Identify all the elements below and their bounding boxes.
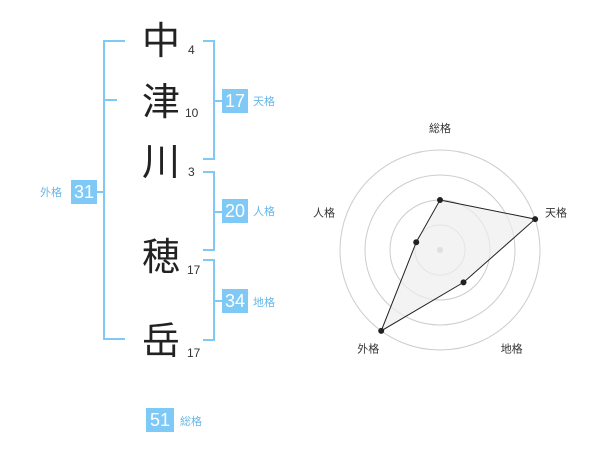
radar-polygon [380, 199, 537, 333]
chikaku-label: 地格 [253, 296, 275, 309]
stroke-count-2: 10 [185, 106, 199, 120]
gaikaku-badge: 31 [71, 180, 97, 204]
jinkaku-badge: 20 [222, 199, 248, 223]
tenkaku-connector [214, 100, 222, 102]
jinkaku-connector [214, 211, 222, 213]
radar-ring-4 [339, 149, 541, 351]
stroke-count-5: 17 [187, 346, 201, 360]
tenkaku-badge: 17 [222, 89, 248, 113]
gaikaku-bracket [103, 40, 125, 340]
radar-ring-3 [364, 174, 516, 326]
radar-point-外格 [378, 327, 385, 334]
name-char-3: 川 [142, 140, 181, 184]
jinkaku-label: 人格 [253, 205, 275, 218]
tenkaku-label: 天格 [253, 95, 275, 108]
radar-axis-label: 外格 [357, 342, 379, 356]
gaikaku-label: 外格 [40, 186, 62, 199]
radar-axis-label: 人格 [313, 205, 335, 219]
stroke-count-1: 4 [188, 43, 195, 57]
chikaku-connector [214, 300, 222, 302]
name-char-1: 中 [142, 19, 181, 63]
name-char-5: 岳 [142, 319, 181, 363]
radar-axis-label: 地格 [501, 342, 523, 356]
radar-axis-label: 総格 [429, 121, 451, 135]
chikaku-badge: 34 [222, 289, 248, 313]
radar-point-地格 [460, 279, 467, 286]
radar-point-人格 [413, 239, 420, 246]
gaikaku-bracket-connector [92, 191, 104, 193]
name-char-2: 津 [142, 80, 181, 124]
radar-point-天格 [532, 216, 539, 223]
radar-axis-label: 天格 [545, 205, 567, 219]
soukaku-label: 総格 [180, 415, 202, 428]
name-char-4: 穂 [142, 235, 181, 279]
radar-point-総格 [437, 197, 443, 203]
soukaku-badge: 51 [146, 408, 174, 432]
stroke-count-3: 3 [188, 165, 195, 179]
stroke-count-4: 17 [187, 263, 201, 277]
gaikaku-bracket-mid-tick [103, 99, 117, 101]
